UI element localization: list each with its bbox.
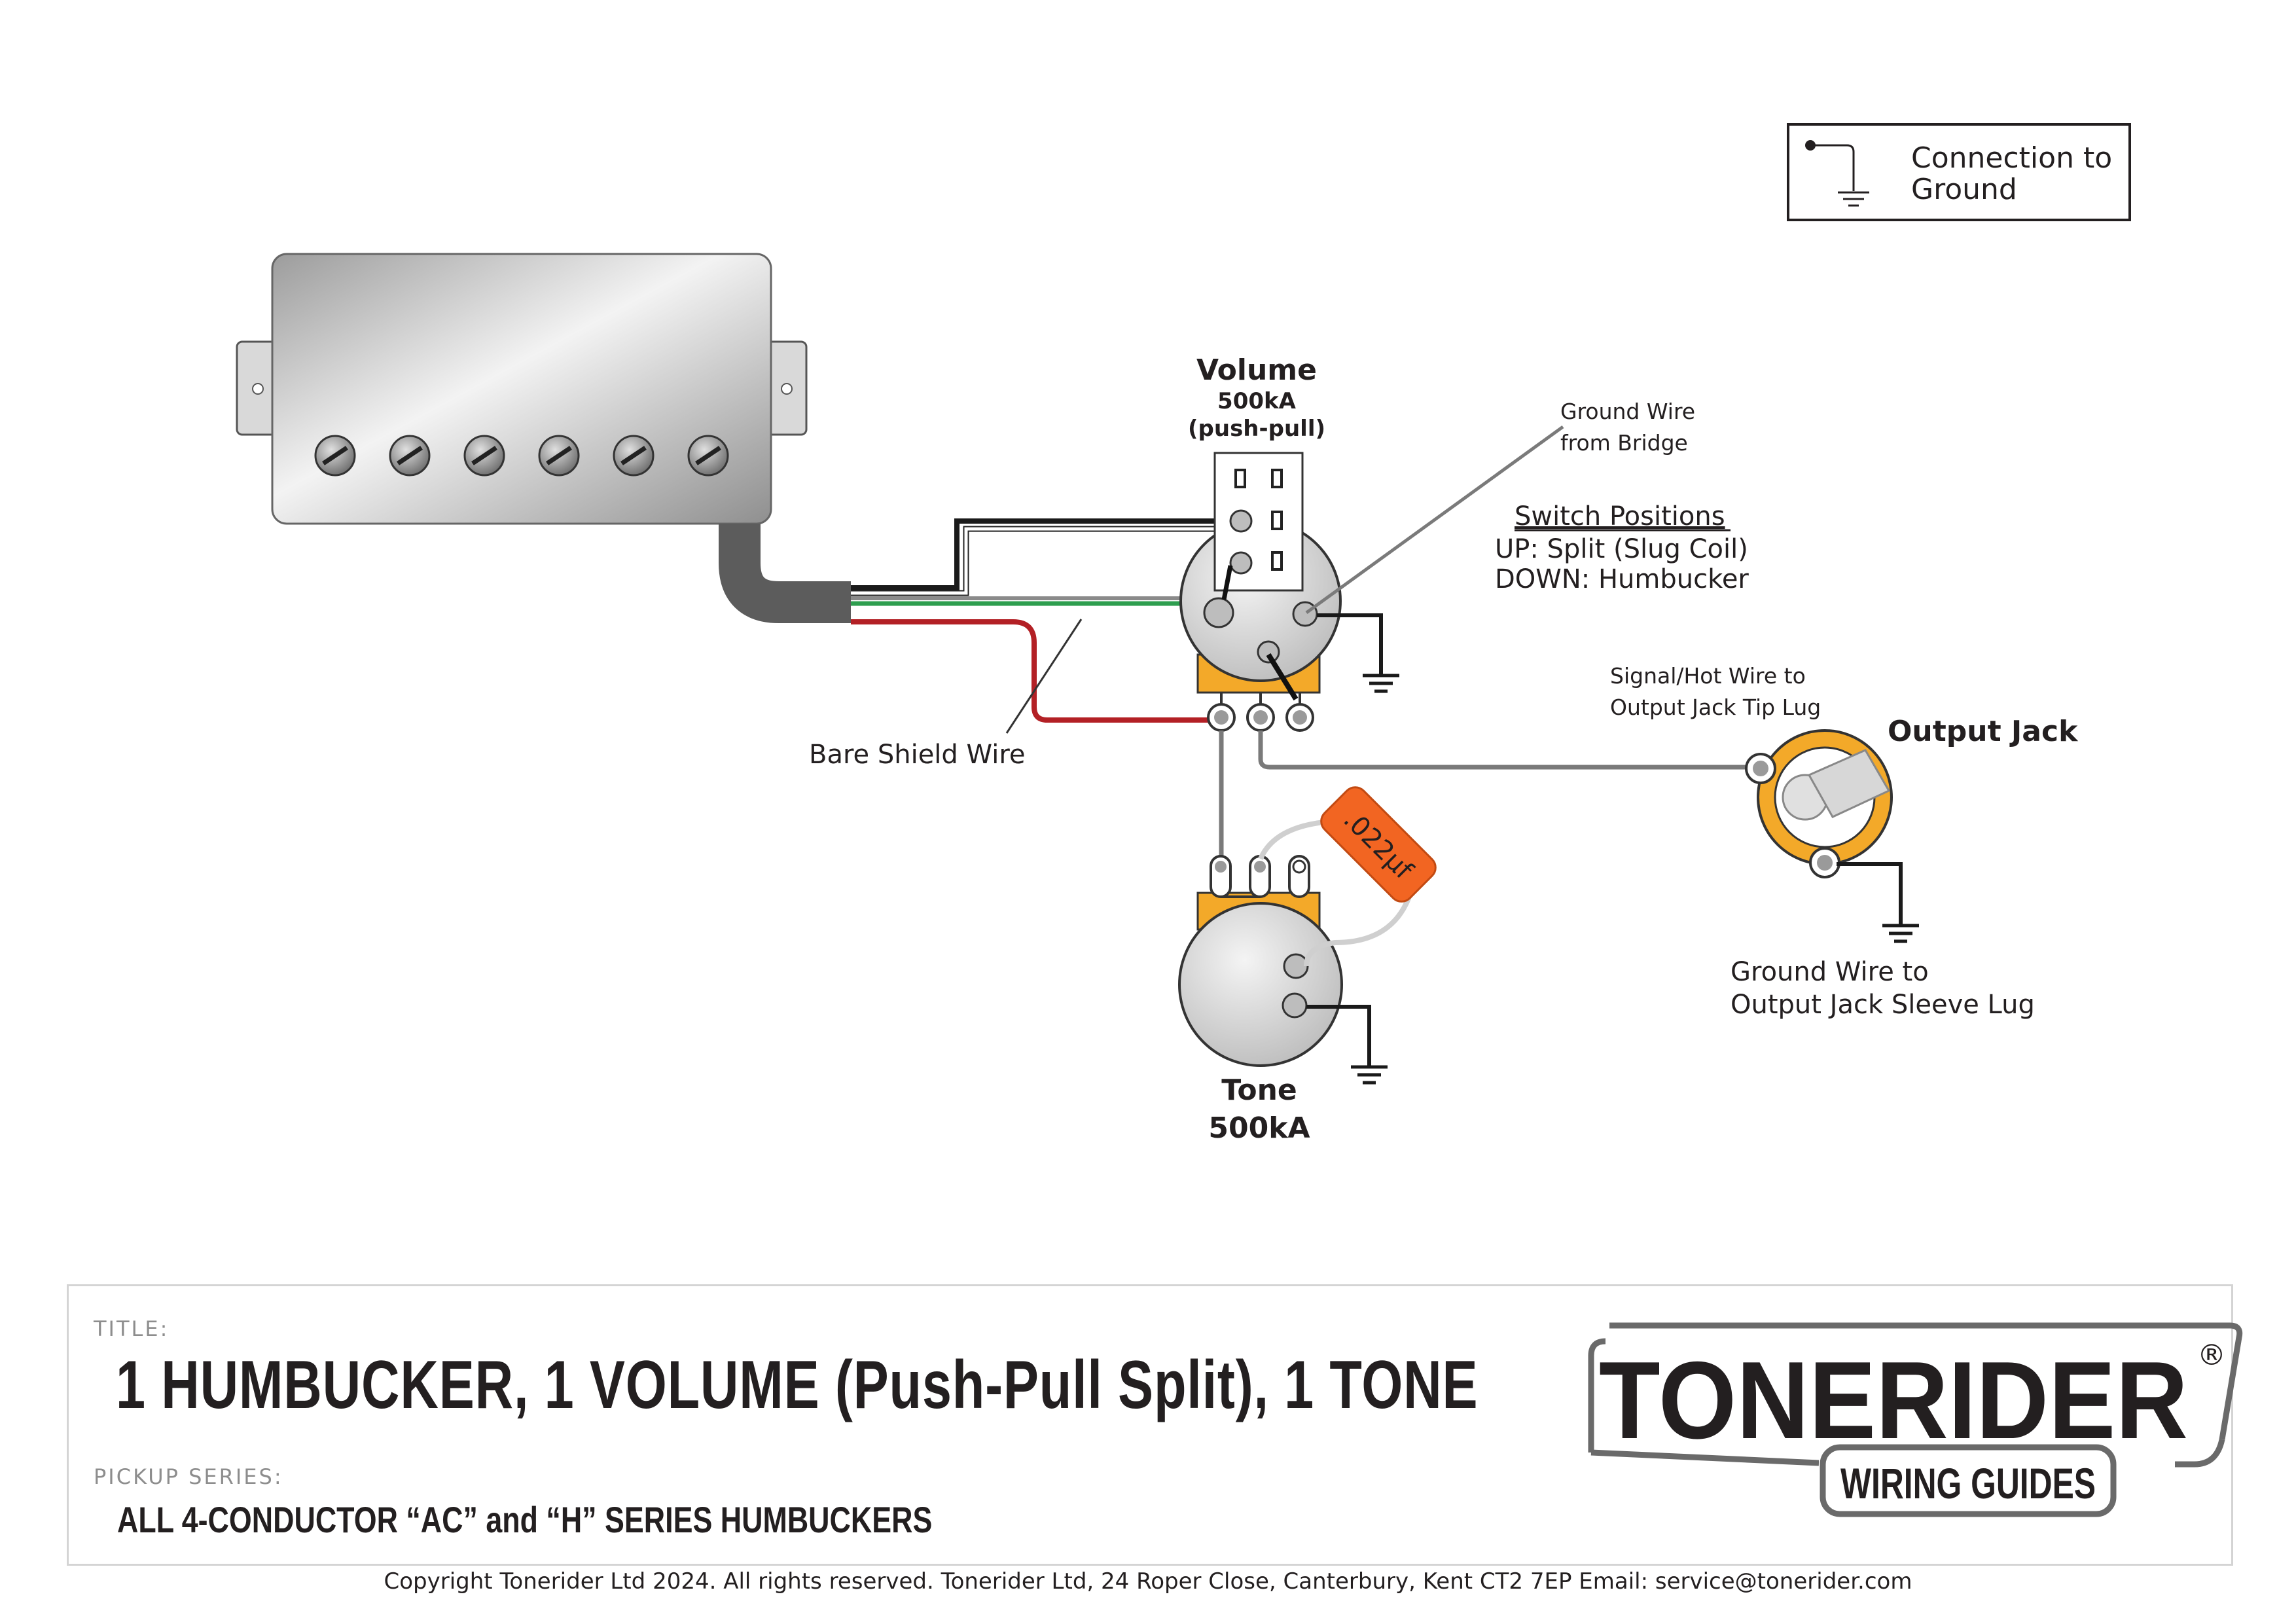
tone-title: Tone [1221,1074,1297,1107]
output-jack-title: Output Jack [1888,715,2079,748]
tone-solder-point [1282,992,1308,1019]
diagram-title: 1 HUMBUCKER, 1 VOLUME (Push-Pull Split),… [116,1347,1479,1423]
volume-solder-point [1257,640,1280,664]
capacitor-lead [1304,880,1416,967]
tone-pot [1178,855,1343,1067]
pole-screw [613,435,655,477]
mounting-hole-left [252,383,264,395]
jack-ground-label-1: Ground Wire to [1731,957,1929,987]
signal-label-2: Output Jack Tip Lug [1610,695,1821,720]
humbucker-pickup [236,253,808,525]
ground-symbol-volume [1363,674,1399,693]
bridge-ground-label-1: Ground Wire [1560,399,1695,424]
pole-screw [314,435,356,477]
jack-tip-spring [1807,749,1891,818]
pickup-cable [719,524,851,623]
tone-ground-wire [1306,1005,1371,1066]
title-caption: TITLE: [94,1316,170,1341]
mounting-hole-right [781,383,793,395]
series-caption: PICKUP SERIES: [94,1464,283,1489]
capacitor: .022µf [1320,786,1437,903]
copyright: Copyright Tonerider Ltd 2024. All rights… [384,1568,1912,1595]
pickup-series: ALL 4-CONDUCTOR “AC” and “H” SERIES HUMB… [117,1499,933,1540]
wire-white [851,526,1230,596]
volume-pot [1179,452,1342,732]
bridge-ground-label-2: from Bridge [1560,430,1688,456]
pole-screws [314,435,729,477]
volume-lugs [1207,703,1314,732]
switch-down: DOWN: Humbucker [1495,564,1749,594]
ground-symbol-jack [1882,924,1919,943]
pole-screw [463,435,505,477]
signal-label-1: Signal/Hot Wire to [1610,663,1806,689]
legend: Connection to Ground [1787,123,2131,221]
hot-wire [1258,731,1755,770]
jack-ground-label-2: Output Jack Sleeve Lug [1731,990,2035,1020]
bridge-ground-wire [1305,425,1564,615]
pole-screw [687,435,729,477]
wire-black [851,518,1230,590]
volume-type: (push-pull) [1188,416,1325,442]
ground-symbol-tone [1351,1065,1388,1085]
bare-shield-pointer [1005,619,1083,734]
switch-positions-title: Switch Positions [1515,501,1725,532]
switch-lugs [1229,469,1283,575]
jack-ground-wire [1837,862,1903,924]
tone-value: 500kA [1208,1111,1310,1145]
bare-shield-label: Bare Shield Wire [809,740,1026,770]
legend-text: Connection to Ground [1911,141,2113,206]
tonerider-logo: TONERIDER ® WIRING GUIDES [1588,1322,2243,1517]
volume-solder-point [1203,597,1234,628]
pole-screw [389,435,431,477]
pickup-wires [851,518,1230,723]
logo-subtitle: WIRING GUIDES [1840,1459,2096,1507]
volume-value: 500kA [1217,388,1297,414]
switch-up: UP: Split (Slug Coil) [1495,534,1748,564]
title-block: TITLE: 1 HUMBUCKER, 1 VOLUME (Push-Pull … [67,1284,2243,1566]
ground-connection-icon [1805,140,1869,207]
pole-screw [538,435,580,477]
output-jack [1745,729,1893,878]
logo-brand: TONERIDER [1599,1339,2188,1462]
volume-ground-wire [1317,613,1383,674]
pickup-cover [271,253,772,525]
volume-title: Volume [1196,353,1317,387]
wire-red [851,619,1219,723]
logo-registered: ® [2197,1339,2226,1372]
tone-lugs [1210,855,1310,898]
